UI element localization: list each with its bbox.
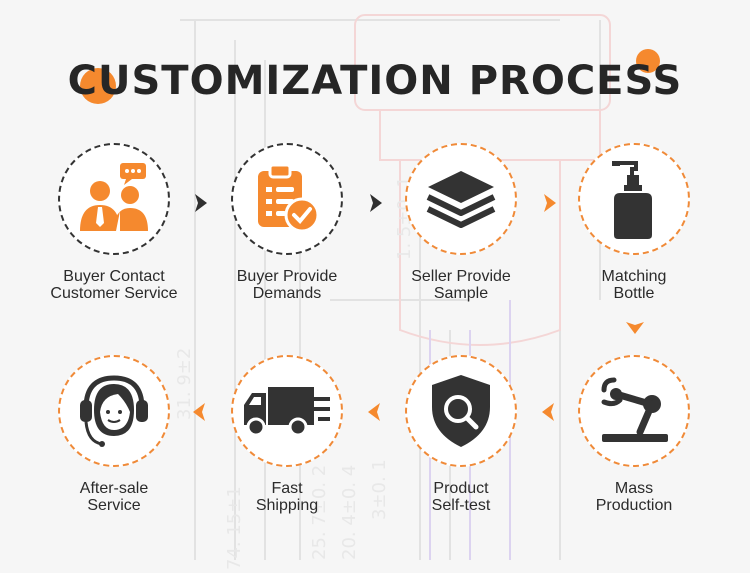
svg-text:20. 4±0. 4: 20. 4±0. 4 (339, 465, 360, 560)
step-label: Buyer Provide Demands (236, 268, 338, 302)
step-label: Fast Shipping (255, 480, 319, 514)
chevron-left-icon (542, 403, 554, 421)
chevron-right-icon (544, 194, 556, 212)
step-circle (405, 355, 517, 467)
step-circle (231, 143, 343, 255)
decorative-orange-dot (636, 49, 660, 73)
chevron-left-icon (368, 403, 380, 421)
step-circle (405, 143, 517, 255)
headset-agent-icon (80, 375, 148, 447)
chevron-right-icon (370, 194, 382, 212)
step-circle (58, 143, 170, 255)
delivery-truck-icon (244, 387, 330, 437)
customer-service-people-icon (80, 163, 148, 231)
step-label: Matching Bottle (601, 268, 667, 302)
svg-text:25. 7±0. 2: 25. 7±0. 2 (309, 465, 330, 560)
svg-text:3±0. 1: 3±0. 1 (369, 459, 390, 520)
step-circle (578, 143, 690, 255)
svg-text:31. 9±2: 31. 9±2 (174, 348, 195, 420)
clipboard-check-icon (258, 163, 320, 233)
chevron-left-icon (193, 403, 205, 421)
layers-icon (426, 171, 496, 228)
step-circle (58, 355, 170, 467)
svg-text:74. 15±1: 74. 15±1 (224, 486, 245, 570)
chevron-down-icon (626, 322, 644, 334)
chevron-right-icon (195, 194, 207, 212)
pump-bottle-icon (612, 161, 652, 239)
shield-search-icon (432, 375, 490, 447)
step-label: Buyer Contact Customer Service (50, 268, 178, 302)
step-circle (231, 355, 343, 467)
step-label: Seller Provide Sample (411, 268, 511, 302)
step-circle (578, 355, 690, 467)
page-title: CUSTOMIZATION PROCESS (67, 58, 683, 104)
robotic-arm-icon (601, 377, 668, 442)
decorative-orange-dot (80, 68, 116, 104)
step-label: After-sale Service (79, 480, 149, 514)
step-label: Product Self-test (431, 480, 491, 514)
step-label: Mass Production (595, 480, 673, 514)
